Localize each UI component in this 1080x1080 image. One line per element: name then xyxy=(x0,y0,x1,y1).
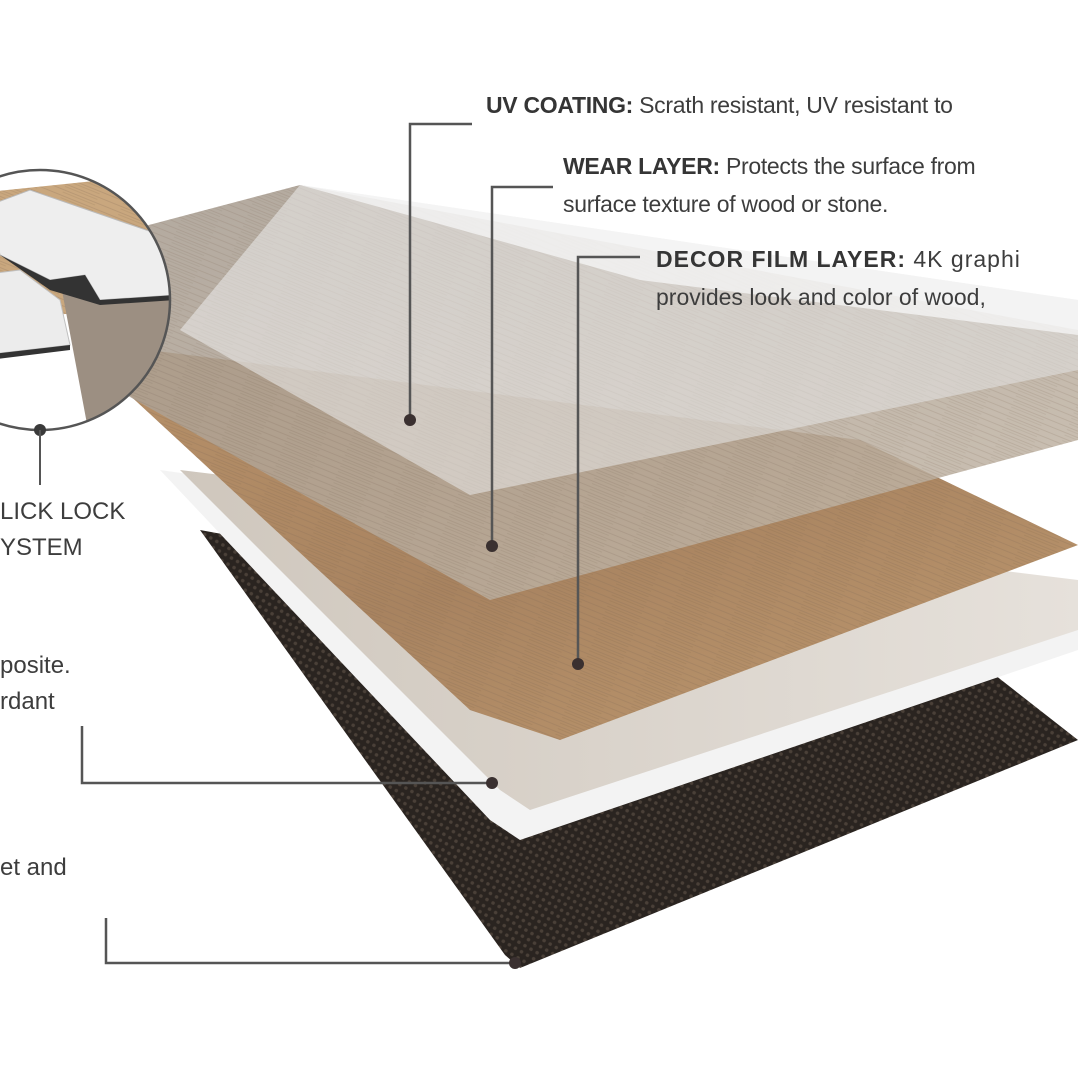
uv-coating-layer xyxy=(180,185,1078,495)
callout-heading: DECOR FILM LAYER: xyxy=(656,246,906,272)
callout-text: Scrath resistant, UV resistant to xyxy=(639,92,953,118)
leader-dots xyxy=(404,414,584,969)
callout-heading: UV COATING: xyxy=(486,92,634,118)
callout-text: surface texture of wood or stone. xyxy=(563,191,889,217)
callout-heading: WEAR LAYER: xyxy=(563,153,720,179)
callout-uv-coating: UV COATING: Scrath resistant, UV resista… xyxy=(486,86,953,124)
uv-coating-leader xyxy=(408,122,472,420)
wear-layer-leader xyxy=(490,185,553,546)
callout-click-lock: LICK LOCK YSTEM xyxy=(0,494,125,566)
callout-text: YSTEM xyxy=(0,534,83,561)
callout-text: LICK LOCK xyxy=(0,498,126,525)
callout-text: 4K graphi xyxy=(913,246,1021,272)
callout-text: et and xyxy=(0,854,67,881)
leader-lines xyxy=(80,122,640,965)
callout-backing: et and xyxy=(0,850,67,886)
callout-text: Protects the surface from xyxy=(725,153,976,179)
decor-film-leader xyxy=(576,255,640,664)
core-leader xyxy=(80,726,492,785)
callout-text: provides look and color of wood, xyxy=(656,284,986,310)
callout-wear-layer: WEAR LAYER: Protects the surface from su… xyxy=(563,147,976,223)
callout-core: posite. rdant xyxy=(0,648,71,720)
callout-decor-film-layer: DECOR FILM LAYER: 4K graphi provides loo… xyxy=(656,240,1021,316)
callout-text: posite. xyxy=(0,652,71,679)
backing-leader xyxy=(104,918,515,965)
callout-text: rdant xyxy=(0,688,55,715)
